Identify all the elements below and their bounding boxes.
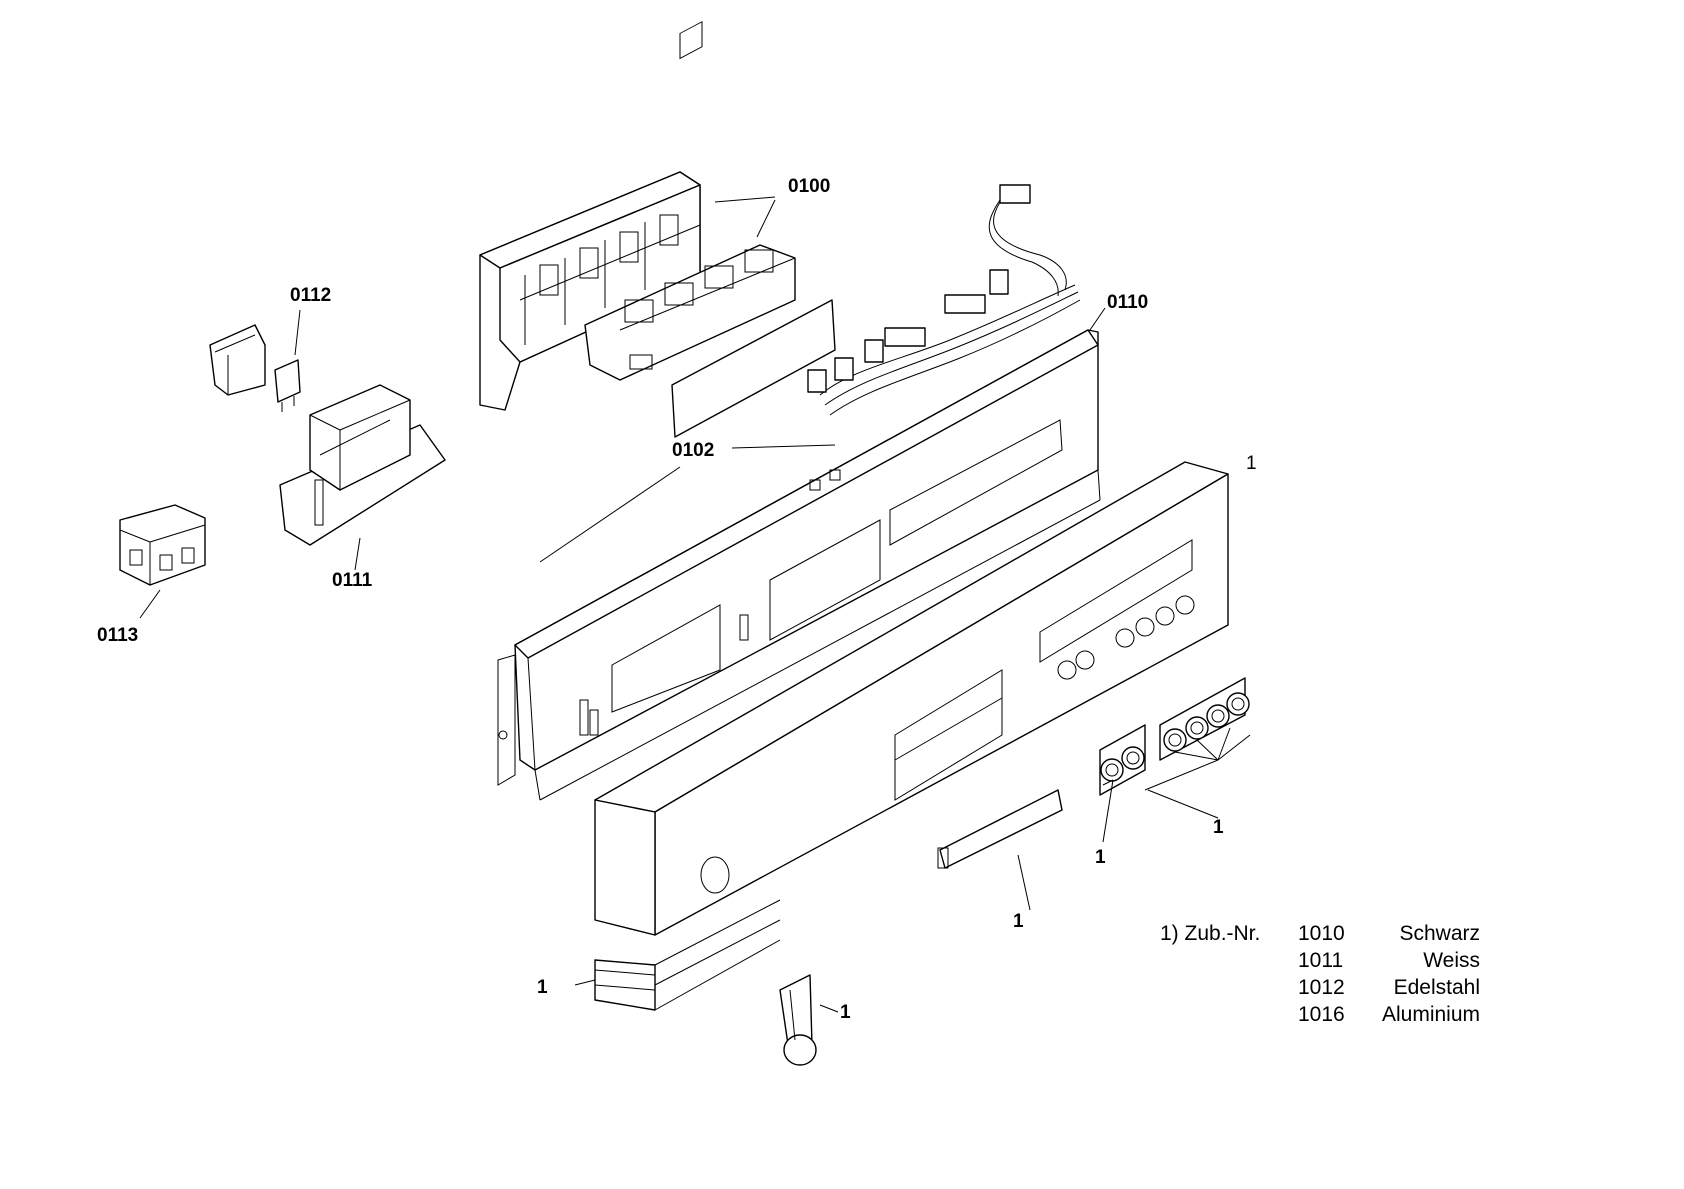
accessory-number: 1012	[1298, 976, 1345, 999]
accessory-row: 1012 Edelstahl	[1160, 974, 1480, 1001]
panel-frame-0110	[497, 329, 1101, 801]
accessory-number: 1011	[1298, 949, 1344, 972]
label-0100: 0100	[788, 176, 831, 197]
wire-harness	[807, 184, 1081, 416]
label-accessory-fascia: 1	[1246, 453, 1257, 474]
accessory-row: 1016 Aluminium	[1160, 1001, 1480, 1028]
label-accessory-knobs-small: 1	[1095, 847, 1106, 868]
accessory-note: 1) Zub.-Nr. 1010 Schwarz 1011 Weiss 1012…	[1160, 920, 1480, 1028]
label-accessory-clip: 1	[840, 1002, 851, 1023]
label-0111: 0111	[332, 570, 373, 591]
bracket-0111	[279, 384, 446, 546]
fascia-panel	[594, 461, 1229, 936]
control-module-0100	[479, 171, 796, 411]
cover-0112	[209, 324, 266, 396]
display-panel-0102	[671, 20, 836, 438]
knob-set-small	[1099, 724, 1146, 796]
knob-set-large	[1159, 677, 1250, 761]
accessory-row: 1) Zub.-Nr. 1010 Schwarz	[1160, 920, 1480, 947]
button-cover-strip	[937, 789, 1063, 869]
label-accessory-cover: 1	[1013, 911, 1024, 932]
accessory-number: 1010	[1298, 922, 1345, 945]
accessory-finish: Aluminium	[1381, 1003, 1480, 1026]
relay-0112	[274, 359, 301, 412]
label-accessory-seal: 1	[537, 977, 548, 998]
seal-strips	[594, 899, 781, 1011]
label-0110: 0110	[1107, 292, 1149, 313]
label-0113: 0113	[97, 625, 139, 646]
label-0112: 0112	[290, 285, 332, 306]
accessory-finish: Schwarz	[1399, 922, 1480, 945]
latch-clip	[779, 974, 817, 1066]
accessory-number: 1016	[1298, 1003, 1345, 1026]
leader-lines	[139, 196, 1251, 1013]
label-accessory-knobs-large: 1	[1213, 817, 1224, 838]
switch-0113	[119, 504, 206, 586]
label-0102: 0102	[672, 440, 715, 461]
accessory-prefix: 1) Zub.-Nr.	[1160, 922, 1261, 945]
accessory-row: 1011 Weiss	[1160, 947, 1480, 974]
accessory-finish: Weiss	[1423, 949, 1480, 972]
accessory-finish: Edelstahl	[1393, 976, 1480, 999]
